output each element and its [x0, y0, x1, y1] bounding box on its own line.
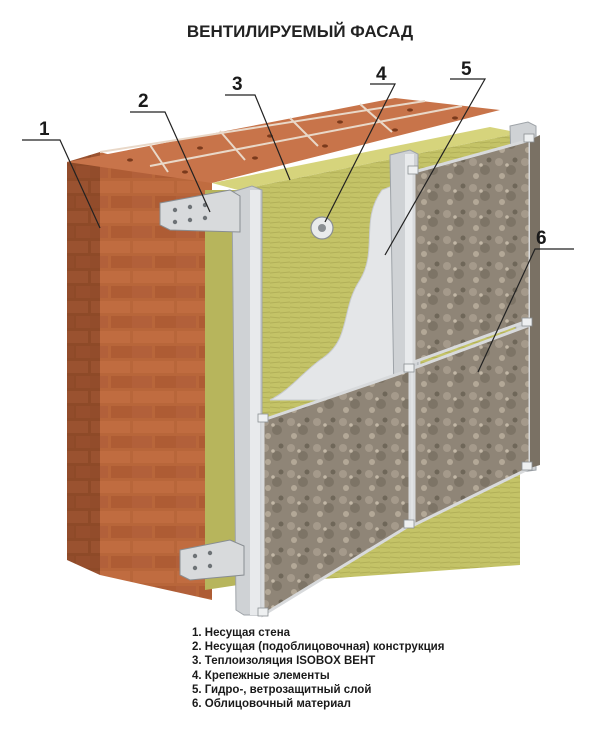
legend-item: 6. Облицовочный материал [192, 698, 351, 711]
callout-5: 5 [461, 59, 472, 80]
cladding-panels [261, 135, 540, 618]
legend-item: 1. Несущая стена [192, 627, 291, 639]
insulation-side [205, 190, 238, 590]
wall-bracket-bottom [179, 539, 245, 581]
callout-2: 2 [138, 91, 149, 112]
callout-4: 4 [376, 64, 387, 85]
callout-3: 3 [232, 74, 243, 95]
insulation-top [212, 127, 520, 190]
dowel-fastener [310, 216, 334, 240]
legend-item: 4. Крепежные элементы [192, 669, 330, 682]
callout-1: 1 [39, 119, 50, 140]
brick-wall-side [67, 152, 100, 575]
legend-item: 5. Гидро-, ветрозащитный слой [192, 683, 372, 696]
membrane-layer [269, 174, 421, 401]
legend-item: 2. Несущая (подоблицовочная) конструкция [192, 641, 445, 654]
diagram-title: ВЕНТИЛИРУЕМЫЙ ФАСАД [187, 22, 413, 41]
panel-clips [257, 133, 535, 617]
leader-lines [22, 78, 574, 373]
wall-bracket-top [159, 189, 241, 233]
legend-item: 3. Теплоизоляция ISOBOX ВЕНТ [192, 655, 376, 668]
callout-6: 6 [536, 228, 547, 249]
legend: 1. Несущая стена 2. Несущая (подоблицово… [192, 626, 444, 711]
brick-top-joints [99, 100, 463, 173]
brick-holes [127, 108, 458, 174]
brick-wall-front [100, 152, 212, 600]
